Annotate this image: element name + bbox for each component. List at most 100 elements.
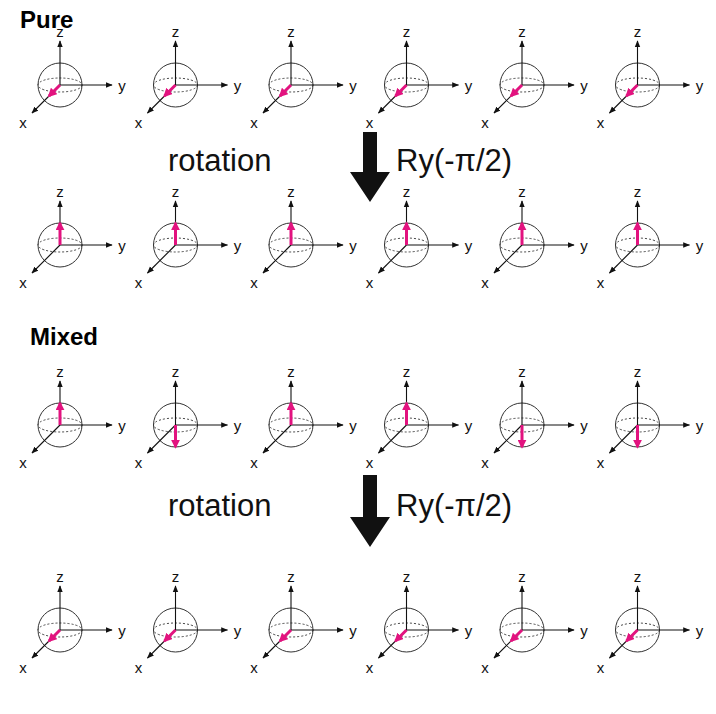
bloch-sphere xyxy=(494,381,574,453)
state-vector xyxy=(405,403,408,425)
axis-label: z xyxy=(287,569,295,584)
axis-arrow xyxy=(379,245,407,273)
bloch-sphere xyxy=(610,586,690,658)
axis-arrow xyxy=(637,201,638,245)
axis-arrow xyxy=(263,245,291,273)
axis-arrow xyxy=(638,629,690,630)
axis-label: z xyxy=(634,184,642,199)
bloch-sphere xyxy=(32,201,112,273)
axis-label: x xyxy=(250,275,258,290)
axis-label: y xyxy=(696,78,704,93)
axis-arrow xyxy=(406,41,407,85)
bloch-sphere xyxy=(32,381,112,453)
state-vector xyxy=(165,630,176,641)
state-vector xyxy=(511,630,522,641)
axis-arrow xyxy=(406,586,407,630)
axis-label: z xyxy=(634,24,642,39)
axis-arrow xyxy=(521,381,522,425)
axis-label: z xyxy=(634,569,642,584)
state-vector xyxy=(396,630,407,641)
axis-label: z xyxy=(403,569,411,584)
axis-label: y xyxy=(234,623,242,638)
axis-label: x xyxy=(250,115,258,130)
axis-label: y xyxy=(580,238,588,253)
axis-label: z xyxy=(172,569,180,584)
axis-arrow xyxy=(60,424,112,425)
axis-arrow xyxy=(176,84,228,85)
axis-label: y xyxy=(580,623,588,638)
state-vector xyxy=(59,223,62,245)
axis-arrow xyxy=(638,244,690,245)
state-vector xyxy=(627,85,638,96)
axis-arrow xyxy=(638,84,690,85)
axis-label: y xyxy=(118,238,126,253)
bloch-sphere xyxy=(263,381,343,453)
axis-label: y xyxy=(580,418,588,433)
axis-label: y xyxy=(118,623,126,638)
axis-arrow xyxy=(610,630,638,658)
axis-arrow xyxy=(521,41,522,85)
axis-label: y xyxy=(234,418,242,433)
axis-arrow xyxy=(290,201,291,245)
axis-arrow xyxy=(59,381,60,425)
axis-label: z xyxy=(518,364,526,379)
axis-label: x xyxy=(135,455,143,470)
axis-arrow xyxy=(60,84,112,85)
axis-arrow xyxy=(291,244,343,245)
axis-label: y xyxy=(696,238,704,253)
axis-arrow xyxy=(494,85,522,113)
state-vector xyxy=(290,403,293,425)
axis-label: y xyxy=(349,238,357,253)
axis-label: x xyxy=(19,660,27,675)
axis-arrow xyxy=(291,629,343,630)
bloch-sphere xyxy=(32,41,112,113)
axis-arrow xyxy=(291,424,343,425)
axis-arrow xyxy=(407,629,459,630)
axis-arrow xyxy=(494,630,522,658)
state-vector xyxy=(521,223,524,245)
axis-arrow xyxy=(175,381,176,425)
axis-label: z xyxy=(403,364,411,379)
axis-label: x xyxy=(135,275,143,290)
axis-label: z xyxy=(172,364,180,379)
axis-arrow xyxy=(522,424,574,425)
bloch-sphere xyxy=(148,586,228,658)
axis-arrow xyxy=(290,41,291,85)
axis-arrow xyxy=(406,201,407,245)
axis-label: x xyxy=(597,455,605,470)
axis-arrow xyxy=(59,586,60,630)
operator-label: Ry(-π/2) xyxy=(396,145,512,176)
axis-arrow xyxy=(521,201,522,245)
axis-arrow xyxy=(637,586,638,630)
axis-arrow xyxy=(263,85,291,113)
axis-label: z xyxy=(56,24,64,39)
axis-label: z xyxy=(172,24,180,39)
section-title: Mixed xyxy=(30,325,98,349)
bloch-sphere xyxy=(379,586,459,658)
axis-arrow xyxy=(521,586,522,630)
axis-arrow xyxy=(494,425,522,453)
axis-arrow xyxy=(175,201,176,245)
axis-label: y xyxy=(696,418,704,433)
axis-label: x xyxy=(19,455,27,470)
axis-arrow xyxy=(610,425,638,453)
axis-arrow xyxy=(176,424,228,425)
axis-arrow xyxy=(522,84,574,85)
state-vector xyxy=(165,85,176,96)
axis-label: z xyxy=(56,364,64,379)
axis-label: y xyxy=(465,418,473,433)
bloch-sphere xyxy=(263,586,343,658)
axis-arrow xyxy=(407,424,459,425)
axis-label: x xyxy=(366,275,374,290)
axis-arrow xyxy=(291,84,343,85)
axis-arrow xyxy=(637,381,638,425)
rotation-label: rotation xyxy=(168,145,271,176)
rotation-label: rotation xyxy=(168,490,271,521)
axis-label: y xyxy=(349,418,357,433)
state-vector xyxy=(396,85,407,96)
bloch-sphere xyxy=(379,381,459,453)
axis-label: x xyxy=(597,660,605,675)
axis-label: z xyxy=(287,364,295,379)
axis-arrow xyxy=(263,425,291,453)
